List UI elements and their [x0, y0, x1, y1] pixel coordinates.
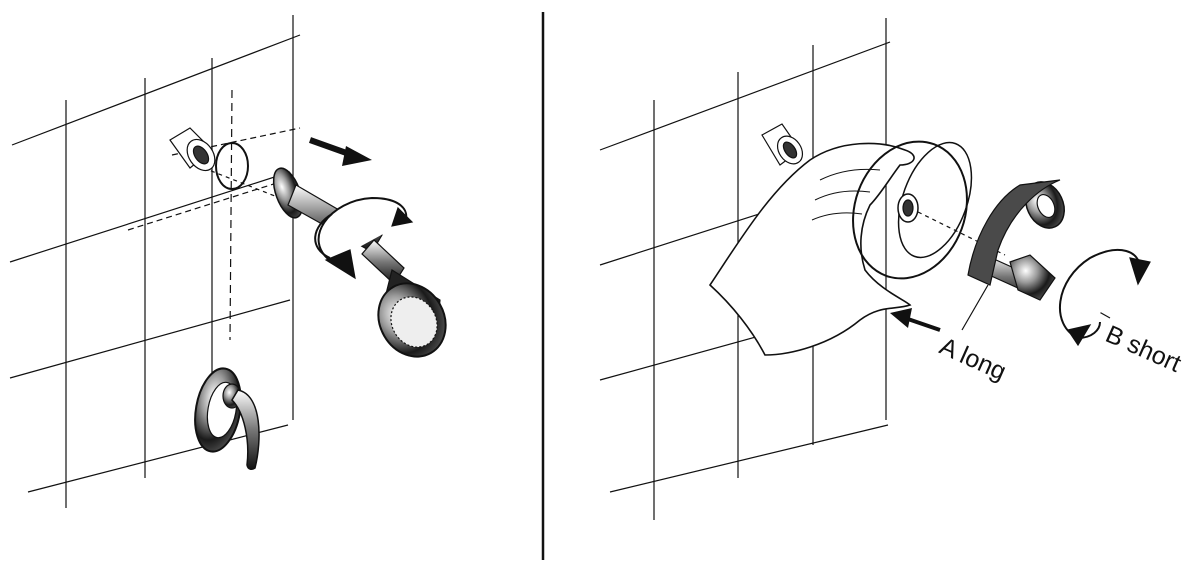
shower-head-icon [365, 270, 458, 369]
vertical-guide-line [230, 90, 232, 340]
hand-icon [710, 143, 914, 355]
left-panel [10, 15, 459, 508]
wall-stub-pipe-icon [762, 124, 808, 169]
label-a-leader [962, 285, 988, 330]
wall-stub-pipe-icon [170, 128, 221, 176]
pull-out-arrow-icon [310, 140, 372, 166]
right-panel [600, 18, 1150, 520]
push-in-arrow-icon [890, 308, 940, 330]
valve-handle-icon [189, 365, 259, 469]
